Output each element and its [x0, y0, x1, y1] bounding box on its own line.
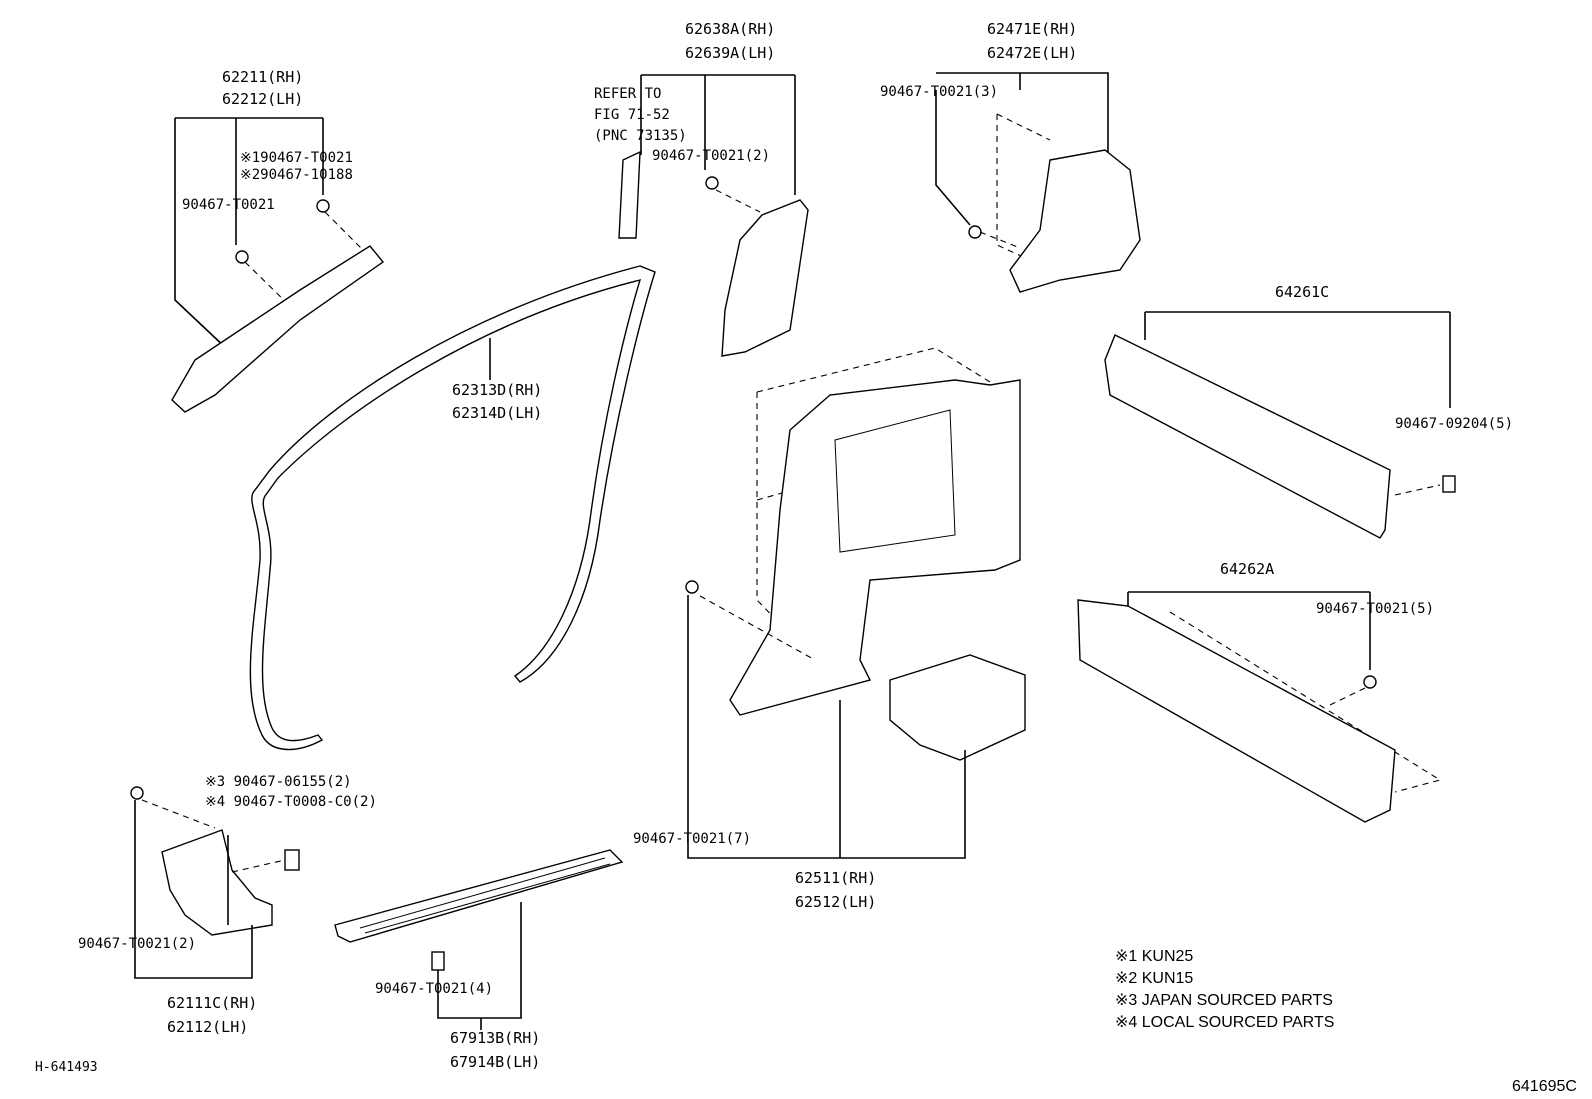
rear-scuff-plate-lower: [1077, 599, 1396, 823]
front-scuff-rh-label: 67913B(RH): [450, 1029, 540, 1047]
clip-a1-label: ※190467-T0021: [240, 150, 353, 166]
scuff-rear-bottom-label: 64262A: [1220, 560, 1274, 578]
refer-line-2: FIG 71-52: [594, 107, 670, 123]
quarter-lh-label: 62512(LH): [795, 893, 876, 911]
weather-lh-label: 62314D(LH): [452, 404, 542, 422]
drawing-id-right: 641695C: [1512, 1078, 1577, 1095]
front-scuff-plate: [334, 849, 624, 943]
clip-icon: [130, 786, 144, 800]
clip-a2-label: ※290467-10188: [240, 167, 353, 183]
scuff-rear-top-group: 64261C 90467-09204(5): [1104, 283, 1513, 539]
notes-legend: ※1 KUN25 ※2 KUN15 ※3 JAPAN SOURCED PARTS…: [1115, 948, 1334, 1031]
rear-scuff-plate-upper: [1104, 334, 1391, 539]
clip-c-label: 90467-T0021(3): [880, 84, 998, 100]
clip-a3-label: 90467-T0021: [182, 197, 275, 213]
cowl-side-trim: [161, 829, 273, 936]
front-scuff-lh-label: 67914B(LH): [450, 1053, 540, 1071]
quarter-clip-label: 90467-T0021(7): [633, 831, 751, 847]
cowl-clip-4-label: ※4 90467-T0008-C0(2): [205, 794, 377, 810]
weather-rh-label: 62313D(RH): [452, 381, 542, 399]
door-weatherstrip: [249, 265, 656, 751]
clip-icon: [1363, 675, 1377, 689]
clip-icon: [431, 951, 445, 971]
clip-b-label: 90467-T0021(2): [652, 148, 770, 164]
b-pillar-group: 62638A(RH) 62639A(LH) REFER TO FIG 71-52…: [594, 20, 809, 357]
drawing-id-left: H-641493: [35, 1060, 98, 1075]
clip-icon: [705, 176, 719, 190]
front-scuff-group: 90467-T0021(4) 67913B(RH) 67914B(LH): [334, 849, 624, 1071]
refer-line-3: (PNC 73135): [594, 128, 687, 144]
storage-tray: [889, 654, 1026, 761]
note-1: ※1 KUN25: [1115, 948, 1193, 965]
cowl-trim-group: ※3 90467-06155(2) ※4 90467-T0008-C0(2) 9…: [78, 774, 377, 1036]
cowl-clip-3-label: ※3 90467-06155(2): [205, 774, 352, 790]
clip-icon: [284, 849, 300, 871]
clip-icon: [1442, 475, 1456, 493]
quarter-trim-panel: [729, 379, 1021, 716]
c-pillar-rh-label: 62471E(RH): [987, 20, 1077, 38]
a-pillar-group: 62211(RH) 62212(LH) ※190467-T0021 ※29046…: [171, 68, 385, 413]
cowl-clip-label: 90467-T0021(2): [78, 936, 196, 952]
scuff-rear-bottom-group: 64262A 90467-T0021(5): [1077, 560, 1442, 823]
clip-icon: [968, 225, 982, 239]
front-scuff-clip-label: 90467-T0021(4): [375, 981, 493, 997]
cowl-rh-label: 62111C(RH): [167, 994, 257, 1012]
a-pillar-garnish: [171, 245, 385, 413]
clip-scuff-bottom-label: 90467-T0021(5): [1316, 601, 1434, 617]
clip-scuff-top-label: 90467-09204(5): [1395, 416, 1513, 432]
c-pillar-group: 62471E(RH) 62472E(LH) 90467-T0021(3): [880, 20, 1141, 293]
c-pillar-lh-label: 62472E(LH): [987, 44, 1077, 62]
quarter-trim-group: 90467-T0021(7) 62511(RH) 62512(LH): [633, 347, 1026, 911]
b-pillar-upper-trim: [618, 150, 641, 239]
clip-icon: [685, 580, 699, 594]
a-pillar-rh-label: 62211(RH): [222, 68, 303, 86]
note-4: ※4 LOCAL SOURCED PARTS: [1115, 1014, 1334, 1031]
clip-icon: [316, 199, 330, 213]
quarter-rh-label: 62511(RH): [795, 869, 876, 887]
b-pillar-rh-label: 62638A(RH): [685, 20, 775, 38]
clip-icon: [235, 250, 249, 264]
c-pillar-garnish: [1009, 149, 1141, 293]
refer-line-1: REFER TO: [594, 86, 661, 102]
weatherstrip-group: 62313D(RH) 62314D(LH): [249, 265, 656, 751]
scuff-rear-top-label: 64261C: [1275, 283, 1329, 301]
b-pillar-lh-label: 62639A(LH): [685, 44, 775, 62]
a-pillar-lh-label: 62212(LH): [222, 90, 303, 108]
b-pillar-lower-garnish: [721, 199, 809, 357]
note-2: ※2 KUN15: [1115, 970, 1193, 987]
note-3: ※3 JAPAN SOURCED PARTS: [1115, 992, 1333, 1009]
cowl-lh-label: 62112(LH): [167, 1018, 248, 1036]
